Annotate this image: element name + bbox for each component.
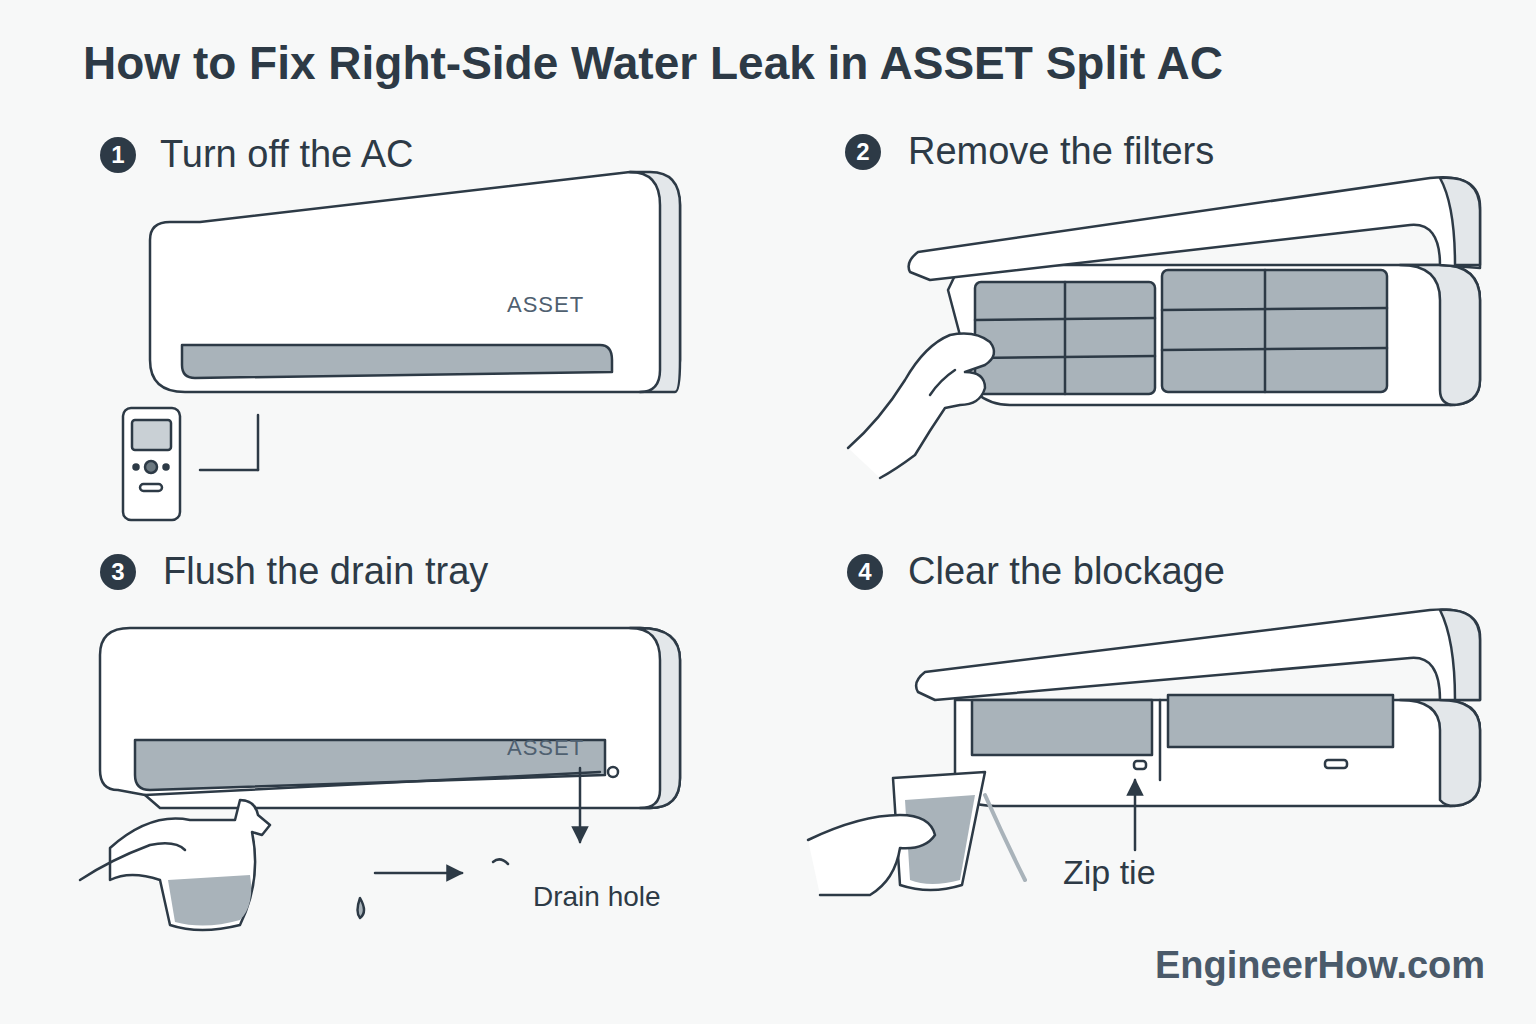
brand-logo: ASSET (507, 737, 584, 759)
callout-label: Zip tie (1063, 855, 1156, 889)
step-number-text: 3 (111, 560, 124, 584)
remote-control (123, 408, 258, 520)
step-number: 3 (100, 554, 136, 590)
step-heading: Clear the blockage (908, 552, 1225, 590)
ac-unit (150, 172, 680, 392)
step-number: 1 (100, 137, 136, 173)
step-number: 4 (847, 554, 883, 590)
title: How to Fix Right-Side Water Leak in ASSE… (83, 40, 1223, 86)
hand (848, 334, 994, 478)
step-heading: Turn off the AC (160, 135, 413, 173)
step-heading: Flush the drain tray (163, 552, 488, 590)
ac-unit-open (909, 177, 1480, 405)
step-number: 2 (845, 134, 881, 170)
step-number-text: 1 (111, 143, 124, 167)
watermark: EngineerHow.com (1155, 946, 1485, 984)
water-jug (80, 768, 580, 930)
brand-logo: ASSET (507, 294, 584, 316)
ac-unit (100, 628, 680, 808)
cup-and-hand (808, 772, 1025, 895)
callout-label: Drain hole (533, 883, 661, 911)
step-number-text: 4 (858, 560, 871, 584)
step-heading: Remove the filters (908, 132, 1214, 170)
ac-unit-open (916, 609, 1480, 850)
step-number-text: 2 (856, 140, 869, 164)
